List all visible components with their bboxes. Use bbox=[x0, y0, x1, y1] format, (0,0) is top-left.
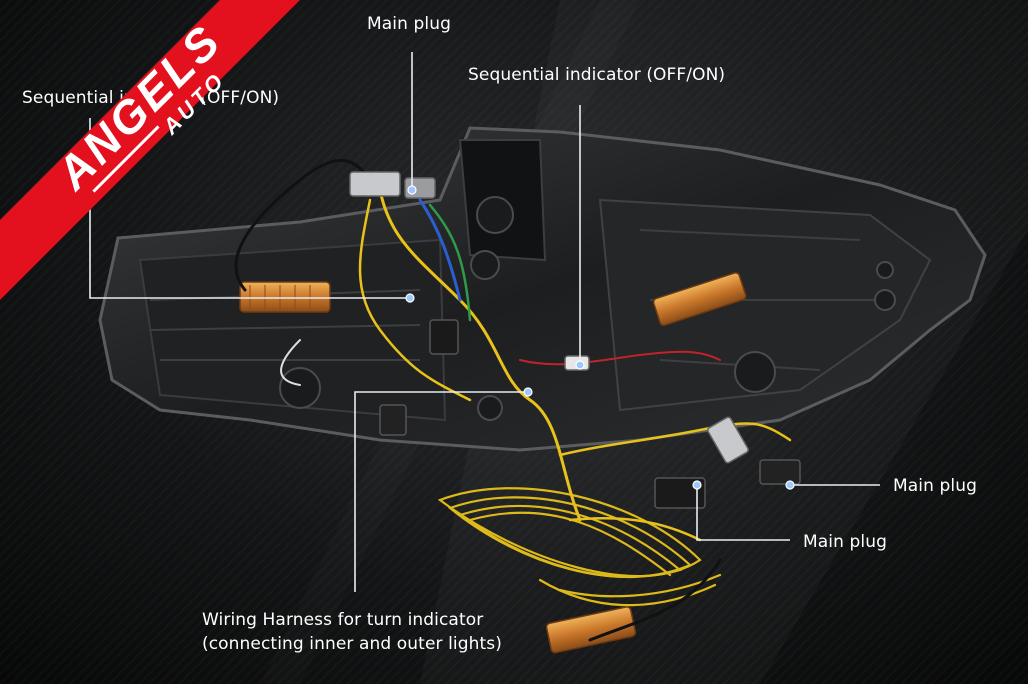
callout-main-plug-lower bbox=[696, 485, 790, 541]
brand-logo: ANGELS AUTO bbox=[0, 0, 360, 300]
label-main-plug-right: Main plug bbox=[893, 476, 977, 496]
resistor-left bbox=[239, 281, 331, 313]
logo-banner bbox=[0, 0, 300, 300]
callout-dot bbox=[523, 387, 533, 397]
callout-dot bbox=[405, 293, 415, 303]
label-sequential-right: Sequential indicator (OFF/ON) bbox=[468, 65, 726, 85]
resistor-bottom bbox=[545, 606, 637, 654]
label-main-plug-top: Main plug bbox=[367, 14, 451, 34]
callout-dot bbox=[785, 480, 795, 490]
label-main-plug-lower: Main plug bbox=[803, 532, 887, 552]
callout-dot bbox=[407, 185, 417, 195]
label-wiring-harness: Wiring Harness for turn indicator (conne… bbox=[202, 610, 502, 654]
callout-dot bbox=[575, 360, 585, 370]
resistor-right bbox=[652, 272, 747, 326]
callout-dot bbox=[692, 480, 702, 490]
callout-wiring-harness bbox=[354, 391, 528, 592]
